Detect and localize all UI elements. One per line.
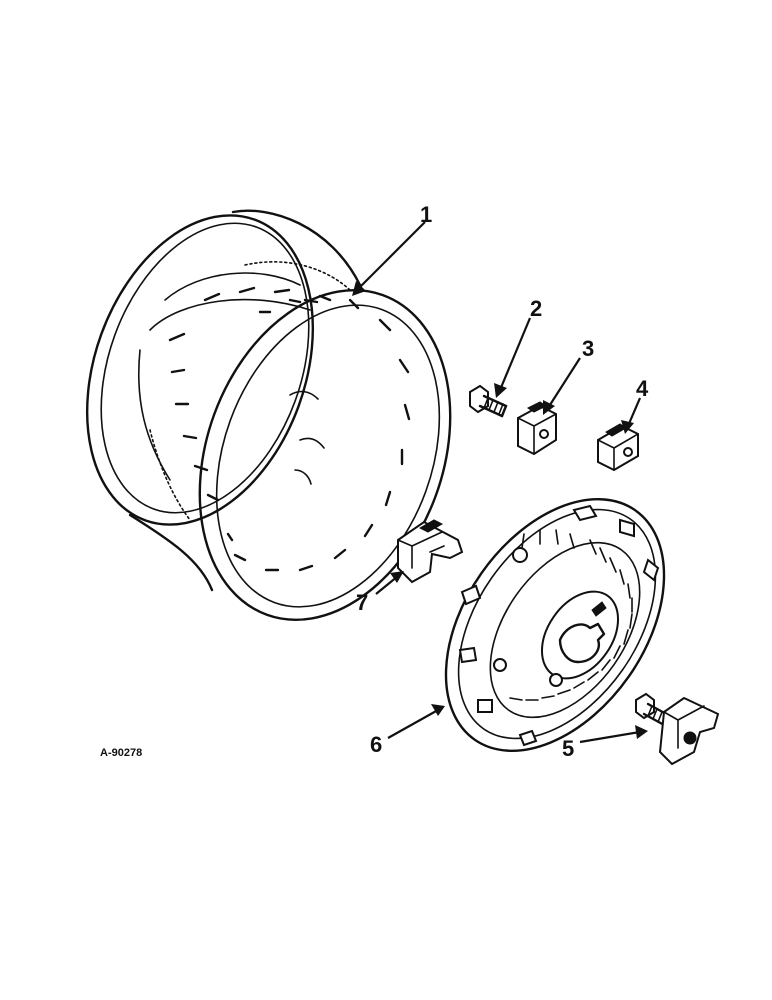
callout-5: 5 (562, 736, 574, 761)
callout-labels: 1 2 3 4 5 6 7 (356, 202, 649, 761)
bolt (469, 384, 508, 418)
callout-6: 6 (370, 732, 382, 757)
callout-2: 2 (530, 296, 542, 321)
callout-4: 4 (636, 376, 649, 401)
callout-7: 7 (356, 590, 368, 615)
leader-lines (352, 221, 648, 744)
clamp-4 (597, 423, 639, 472)
disc-ribs (509, 529, 633, 701)
disc-lugs (458, 504, 660, 747)
rim-slots-back (168, 286, 319, 502)
wheel-disc (444, 498, 666, 752)
figure-id: A-90278 (100, 747, 142, 759)
rim-slots-front (226, 294, 411, 572)
wheel-rim (85, 209, 452, 621)
callout-3: 3 (582, 336, 594, 361)
clamp-3 (517, 401, 557, 456)
clamp-7 (397, 519, 464, 584)
bolt-with-clamp (635, 692, 720, 766)
callout-1: 1 (420, 202, 432, 227)
